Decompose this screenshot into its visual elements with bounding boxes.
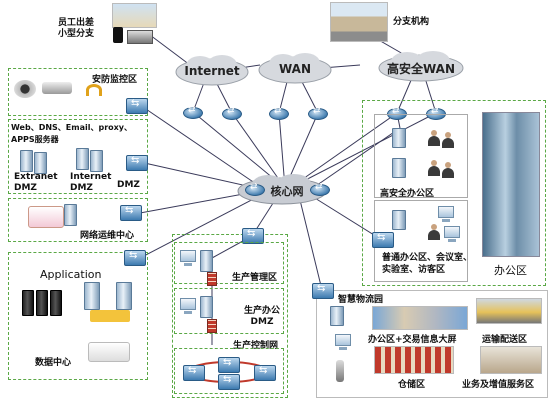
person-icon xyxy=(442,132,454,148)
secure-office-label: 高安全办公区 xyxy=(380,189,435,199)
server-rack-icon xyxy=(36,290,48,316)
router-icon xyxy=(222,106,242,120)
internet-cloud-label: Internet xyxy=(184,64,240,78)
wan-cloud-icon xyxy=(258,53,332,84)
internet-dmz-label: Internet DMZ xyxy=(70,172,112,193)
data-center-zone xyxy=(8,252,148,380)
person-icon xyxy=(428,224,440,240)
core-router-right-icon xyxy=(310,182,330,196)
person-icon xyxy=(428,130,440,146)
storage-icon xyxy=(90,310,130,322)
server-rack-icon xyxy=(50,290,62,316)
distribution-trucks-photo xyxy=(476,298,542,324)
router-icon xyxy=(269,106,289,120)
secure-wan-cloud-label: 高安全WAN xyxy=(386,62,456,76)
dome-camera-icon xyxy=(14,80,36,98)
server-icon xyxy=(392,128,406,148)
data-center-label: 数据中心 xyxy=(35,358,72,368)
application-label: Application xyxy=(40,268,102,281)
extranet-dmz-label: Extranet DMZ xyxy=(14,172,58,193)
wan-cloud-label: WAN xyxy=(278,62,312,76)
pc-icon xyxy=(180,250,196,266)
switch-icon xyxy=(124,250,146,266)
office-tower-photo xyxy=(482,112,540,257)
secure-office-box xyxy=(374,114,468,198)
production-zone xyxy=(172,234,288,398)
switch-icon xyxy=(242,228,264,244)
production-mgmt-zone xyxy=(174,242,284,284)
switch-icon xyxy=(126,155,148,171)
production-office-zone xyxy=(174,288,284,334)
phone-icon xyxy=(113,27,123,43)
firewall-icon xyxy=(207,319,217,333)
switch-icon xyxy=(218,374,240,390)
general-office-label: 普通办公区、会议室、 实验室、访客区 xyxy=(382,253,473,275)
remote-worker-photo xyxy=(112,3,157,28)
person-icon xyxy=(428,160,440,176)
production-mgmt-label: 生产管理区 xyxy=(232,273,278,283)
router-icon xyxy=(308,106,328,120)
switch-icon xyxy=(126,98,148,114)
switch-icon xyxy=(312,283,334,299)
server-icon xyxy=(200,250,213,272)
server-icon xyxy=(84,282,100,310)
service-area-photo xyxy=(480,346,542,374)
switch-icon xyxy=(120,205,142,221)
production-control-label: 生产控制网 xyxy=(233,341,279,351)
core-router-left-icon xyxy=(245,182,265,196)
scanner-icon xyxy=(336,360,344,382)
office-area-label: 办公区 xyxy=(494,264,527,277)
switch-icon xyxy=(372,232,394,248)
router-icon xyxy=(183,105,203,119)
server-icon xyxy=(116,282,132,310)
server-icon xyxy=(330,306,344,326)
server-icon xyxy=(34,152,47,174)
trading-screen-label: 办公区+交易信息大屏 xyxy=(368,335,457,345)
office-area-zone xyxy=(362,100,546,286)
switch-icon xyxy=(254,365,276,381)
security-monitor-zone xyxy=(8,68,148,116)
laptop-icon xyxy=(127,30,153,44)
server-icon xyxy=(20,150,33,172)
server-icon xyxy=(90,150,103,172)
storage-array-icon xyxy=(88,342,130,362)
ops-center-zone xyxy=(8,198,148,242)
logistics-park-label: 智慧物流园 xyxy=(338,295,384,305)
remote-office-label: 员工出差 小型分支 xyxy=(58,18,95,39)
internet-cloud-icon xyxy=(175,55,249,86)
warehouse-label: 仓储区 xyxy=(398,380,426,390)
pc-icon xyxy=(180,298,196,314)
firewall-icon xyxy=(207,272,217,286)
dmz-label: DMZ xyxy=(117,180,140,190)
server-icon xyxy=(392,210,406,230)
production-control-zone xyxy=(174,348,284,394)
server-rack-icon xyxy=(22,290,34,316)
distribution-label: 运输配送区 xyxy=(482,335,528,345)
switch-icon xyxy=(218,357,240,373)
production-office-dmz-label: 生产办公 DMZ xyxy=(244,306,281,327)
ops-console-icon xyxy=(28,206,64,228)
ops-center-label: 网络运维中心 xyxy=(80,231,135,241)
warehouse-photo xyxy=(374,346,454,374)
core-network-label: 核心网 xyxy=(270,185,304,198)
trading-screen-photo xyxy=(372,306,468,330)
pc-icon xyxy=(444,226,460,242)
server-icon xyxy=(76,148,89,170)
server-icon xyxy=(64,204,77,226)
branch-building-photo xyxy=(330,2,388,42)
servers-title-label: Web、DNS、Email、proxy、 APPS服务器 xyxy=(11,123,133,144)
wifi-icon xyxy=(86,84,102,96)
logistics-park-zone xyxy=(316,290,548,398)
camera-icon xyxy=(42,82,72,94)
security-monitor-label: 安防监控区 xyxy=(92,75,138,85)
server-icon xyxy=(392,158,406,178)
pc-icon xyxy=(335,334,351,350)
server-icon xyxy=(200,296,213,318)
branch-label: 分支机构 xyxy=(393,17,430,27)
value-added-label: 业务及增值服务区 xyxy=(462,380,535,390)
switch-icon xyxy=(183,365,205,381)
person-icon xyxy=(442,162,454,178)
secure-wan-cloud-icon xyxy=(378,51,464,82)
pc-icon xyxy=(438,206,454,222)
